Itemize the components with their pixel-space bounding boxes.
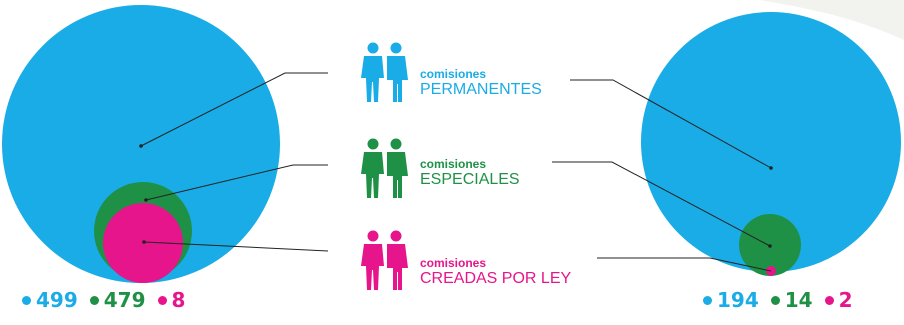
label-permanentes: comisiones PERMANENTES — [420, 68, 542, 98]
label-small: comisiones — [420, 67, 487, 81]
legend-value: 8 — [171, 288, 186, 312]
endpoint-dot — [769, 166, 773, 170]
legend-value: 2 — [838, 288, 853, 312]
label-creadas: comisiones CREADAS POR LEY — [420, 257, 571, 287]
left-circle-permanentes — [2, 5, 280, 283]
right-circle-permanentes — [641, 12, 901, 272]
legend-dot — [703, 295, 712, 305]
people-icon-especiales — [361, 138, 408, 198]
legend-value: 194 — [717, 288, 759, 312]
legend-dot — [770, 295, 780, 305]
legend-item-especiales: 479 — [89, 288, 146, 312]
legend-value: 479 — [103, 288, 146, 312]
legend-item-creadas: 8 — [157, 288, 186, 312]
label-small: comisiones — [420, 157, 487, 171]
legend-value: 14 — [784, 288, 813, 312]
people-icon-permanentes — [361, 42, 408, 102]
connector-right-creadas — [597, 257, 772, 272]
connector-left-especiales — [145, 164, 328, 201]
endpoint-dot — [142, 240, 146, 244]
legend-left: 499 479 8 — [22, 288, 197, 312]
label-big: CREADAS POR LEY — [420, 270, 572, 287]
label-big: ESPECIALES — [420, 171, 520, 188]
label-small: comisiones — [420, 256, 487, 270]
legend-dot — [89, 295, 99, 305]
people-icon-creadas — [361, 230, 408, 290]
legend-value: 499 — [36, 288, 78, 312]
label-big: PERMANENTES — [420, 81, 542, 98]
legend-right: 194 14 2 — [703, 288, 865, 312]
connector-right-permanentes — [570, 79, 772, 169]
connector-left-creadas — [143, 241, 329, 252]
endpoint-dot — [768, 244, 772, 248]
legend-item-permanentes: 194 — [703, 288, 759, 312]
connector-left-permanentes — [140, 72, 328, 147]
legend-dot — [157, 295, 167, 305]
background-shape — [760, 0, 904, 40]
legend-item-creadas: 2 — [824, 288, 853, 312]
legend-item-permanentes: 499 — [22, 288, 78, 312]
label-especiales: comisiones ESPECIALES — [420, 158, 520, 188]
legend-dot — [22, 295, 31, 305]
legend-item-especiales: 14 — [770, 288, 813, 312]
endpoint-dot — [139, 144, 143, 148]
connector-right-especiales — [552, 161, 771, 247]
endpoint-dot — [144, 198, 148, 202]
legend-dot — [824, 295, 834, 305]
